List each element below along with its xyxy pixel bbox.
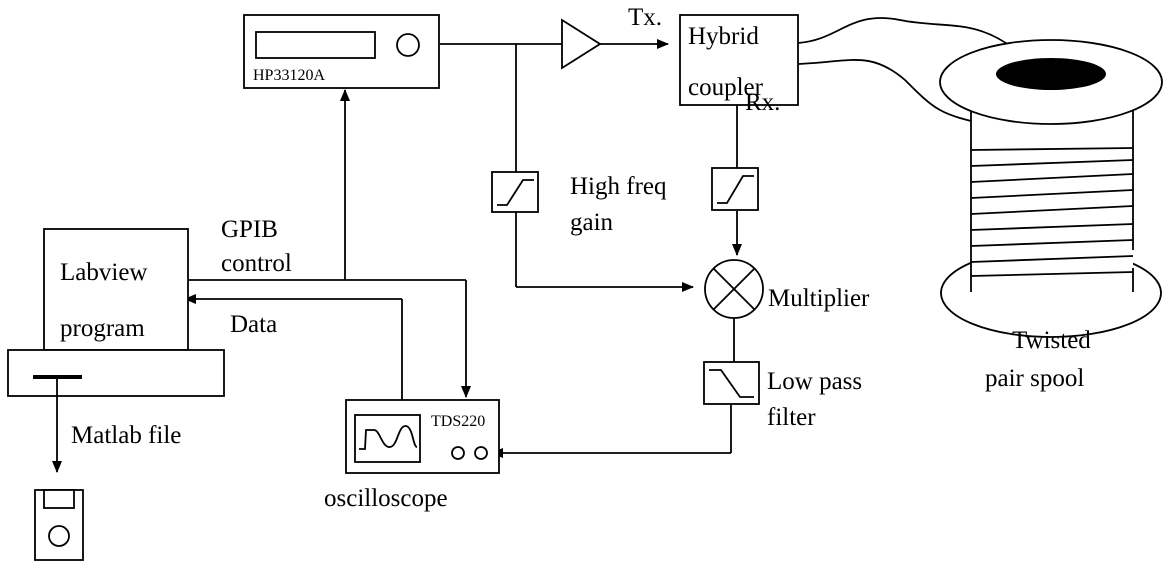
data-return-line	[184, 294, 403, 400]
highpass-filter-icon	[491, 171, 539, 213]
computer-icon	[7, 228, 225, 397]
hybrid-label-line1: Hybrid	[688, 23, 759, 50]
spool-label-line1: Twisted	[1012, 327, 1091, 354]
oscilloscope-icon	[345, 399, 500, 474]
spool-label-line2: pair spool	[985, 365, 1084, 392]
hf-gain-label-line1: High freq	[570, 173, 667, 200]
lowpass-to-scope-line	[491, 404, 732, 458]
labview-label-line2: program	[60, 315, 145, 342]
generator-label: HP33120A	[253, 67, 325, 84]
amplifier-icon	[561, 18, 602, 70]
signal-generator-icon	[243, 14, 440, 89]
scope-model-label: TDS220	[431, 413, 485, 430]
multiplier-label: Multiplier	[768, 285, 870, 312]
floppy-disk-icon	[34, 489, 84, 561]
multiplier-icon	[704, 259, 764, 319]
gpib-label-line1: GPIB	[221, 216, 278, 243]
rx-label: Rx.	[745, 89, 780, 116]
lowpass-filter-icon	[703, 361, 760, 405]
hybrid-label-line2: coupler	[688, 74, 764, 101]
lowpass-label-line1: Low pass	[767, 368, 862, 395]
hf-gain-label-line2: gain	[570, 209, 614, 236]
cable-spool-icon	[939, 39, 1163, 338]
hybrid-coupler-box	[679, 14, 799, 106]
labview-label-line1: Labview	[60, 259, 147, 286]
lowpass-label-line2: filter	[767, 404, 816, 431]
gpib-label-line2: control	[221, 250, 292, 277]
highpass-filter-icon	[711, 167, 759, 211]
data-label: Data	[230, 311, 277, 338]
tx-label: Tx.	[628, 4, 662, 31]
gpib-control-lines	[188, 89, 471, 398]
matlab-label: Matlab file	[71, 422, 181, 449]
reference-branch-line	[515, 44, 694, 292]
scope-caption: oscilloscope	[324, 485, 448, 512]
